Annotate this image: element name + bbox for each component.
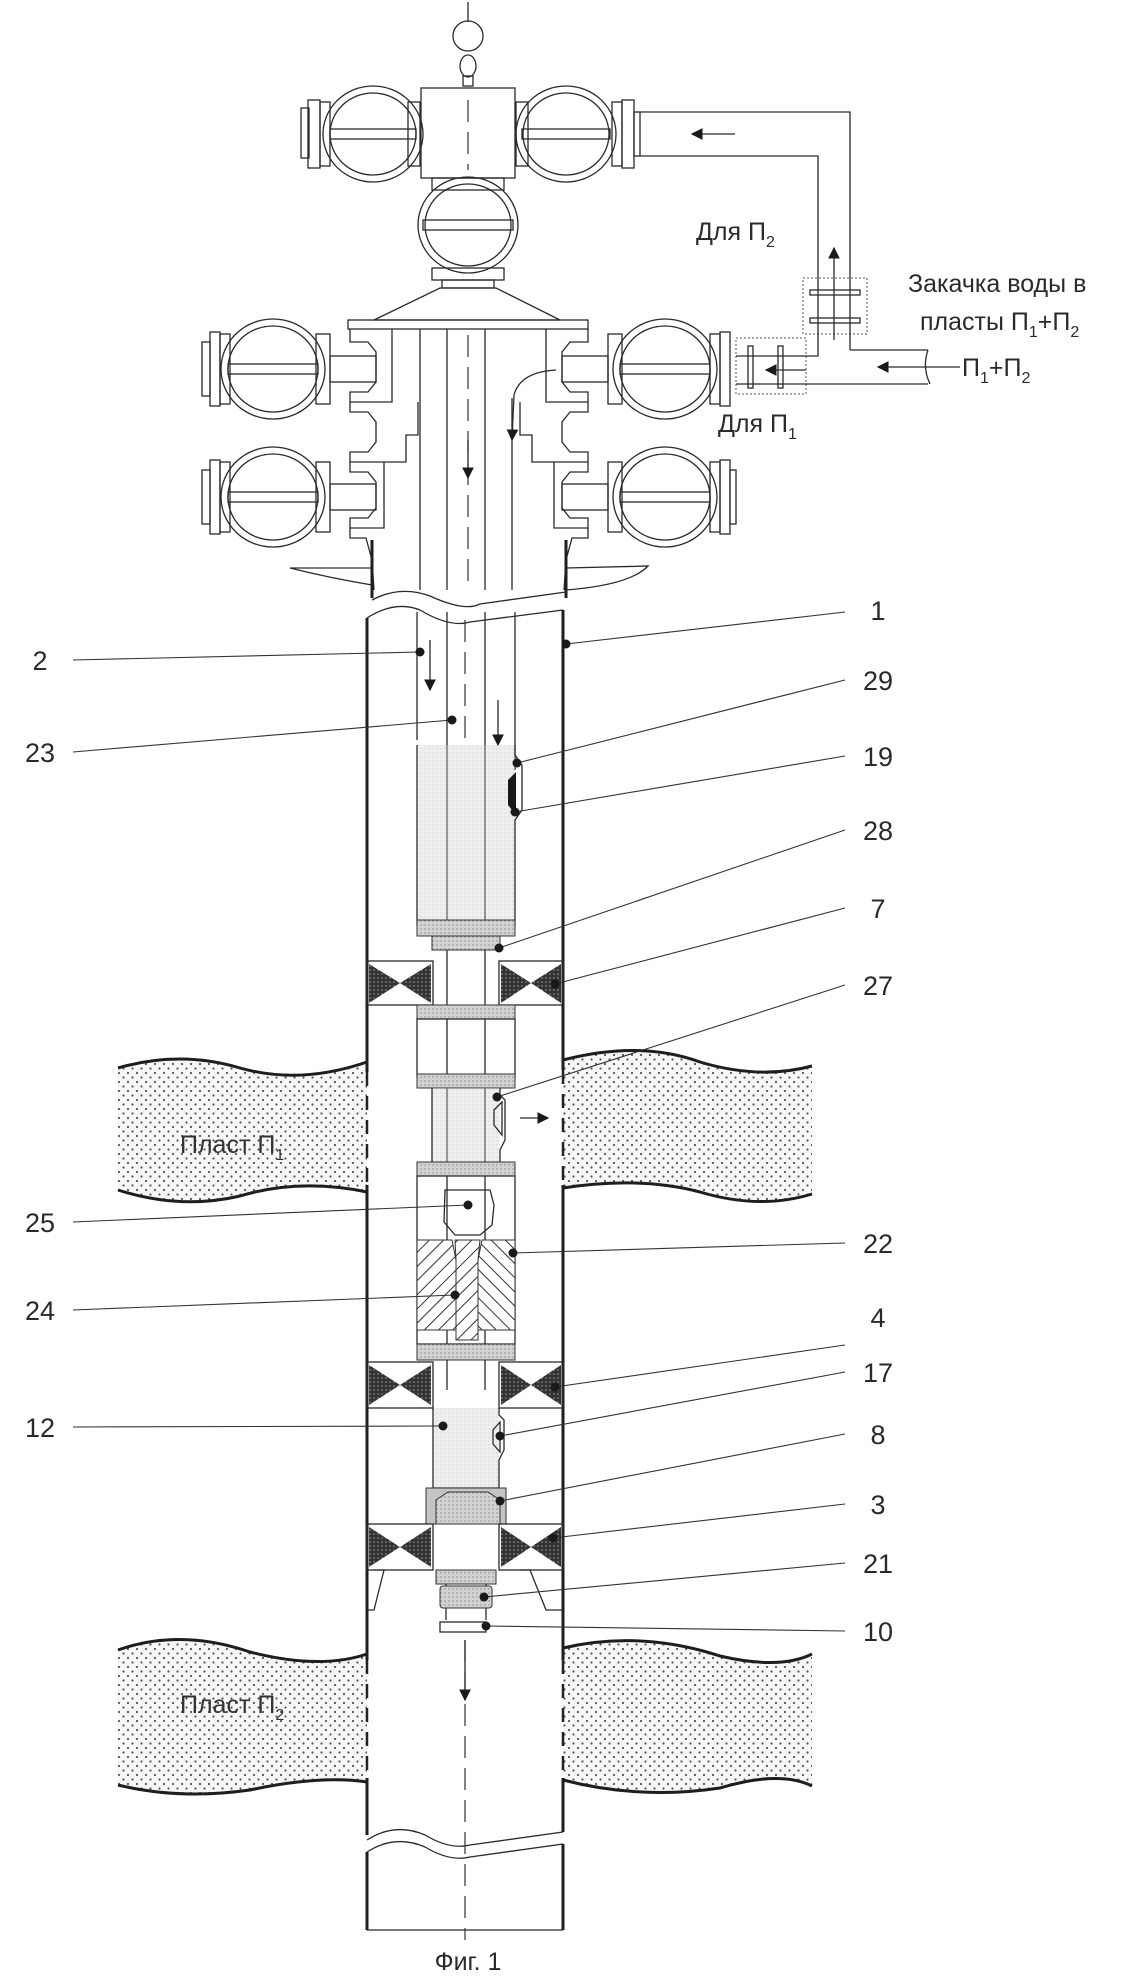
formation-p2-label: Пласт П2 <box>180 1691 284 1724</box>
callout-28: 28 <box>863 816 893 846</box>
callout-1: 1 <box>870 596 885 626</box>
valve-master-upper[interactable] <box>417 176 519 289</box>
callout-22: 22 <box>863 1229 893 1259</box>
valve-top-right[interactable] <box>515 85 641 183</box>
callout-27: 27 <box>863 971 893 1001</box>
callout-labels-right: 1 29 19 28 7 27 22 4 17 8 3 21 10 <box>863 596 893 1647</box>
valve-top-left[interactable] <box>300 85 424 183</box>
callout-29: 29 <box>863 666 893 696</box>
wellhead <box>201 2 737 608</box>
figure-caption: Фиг. 1 <box>435 1948 502 1976</box>
callout-17: 17 <box>863 1358 893 1388</box>
tubing-string <box>366 612 564 1633</box>
callout-leaders <box>72 611 846 1632</box>
callout-21: 21 <box>863 1549 893 1579</box>
injection-piping <box>640 111 960 395</box>
label-inflow: П1+П2 <box>962 354 1030 387</box>
callout-4: 4 <box>870 1303 885 1333</box>
valve-casing-left-upper[interactable] <box>201 318 331 420</box>
callout-25: 25 <box>25 1208 55 1238</box>
formation-p1-label: Пласт П1 <box>180 1131 284 1164</box>
label-injection-line2: пласты П1+П2 <box>920 308 1079 341</box>
formation-p2 <box>117 1638 813 1796</box>
callout-labels-left: 2 23 25 24 12 <box>25 646 55 1443</box>
label-for-p2: Для П2 <box>696 218 775 251</box>
label-for-p1: Для П1 <box>718 410 797 443</box>
valve-casing-right-lower[interactable] <box>607 446 737 548</box>
packer-7 <box>366 960 564 1006</box>
valve-casing-right-upper[interactable] <box>607 318 731 420</box>
callout-10: 10 <box>863 1617 893 1647</box>
callout-3: 3 <box>870 1490 885 1520</box>
valve-casing-left-lower[interactable] <box>201 446 331 548</box>
callout-12: 12 <box>25 1413 55 1443</box>
callout-7: 7 <box>870 894 885 924</box>
callout-24: 24 <box>25 1296 55 1326</box>
callout-19: 19 <box>863 742 893 772</box>
callout-2: 2 <box>32 646 47 676</box>
formation-p1 <box>117 1049 813 1204</box>
label-injection-line1: Закачка воды в <box>908 270 1086 298</box>
packer-4 <box>366 1361 564 1409</box>
callout-8: 8 <box>870 1420 885 1450</box>
pressure-gauge-icon <box>452 2 484 87</box>
callout-23: 23 <box>25 738 55 768</box>
